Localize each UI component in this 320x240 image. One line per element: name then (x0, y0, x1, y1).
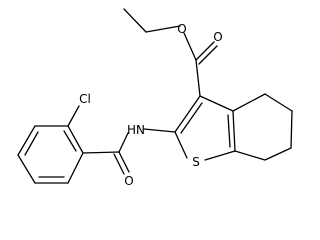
bond-b3-b4-inner (24, 131, 39, 156)
bond-c6-c7 (264, 147, 292, 161)
amine-nh-label: HN (127, 123, 145, 137)
bond-ch3-ch2 (123, 8, 147, 33)
bond-oether-cester (183, 32, 197, 61)
bond-cester-ocarbonyl-1 (195, 41, 215, 61)
bond-cester-ring (195, 59, 201, 97)
chlorine-atom-label: Cl (79, 92, 91, 106)
bond-camide-aryl (82, 151, 120, 154)
bond-b1-b2-inner (63, 130, 77, 152)
bond-camide-o-2 (113, 153, 125, 175)
bond-b2-cl (67, 105, 80, 127)
bond-c3a-c6a-1 (232, 110, 236, 152)
molecule-structure-diagram: Cl HN S O O O (17, 8, 293, 188)
bond-c3a-c6a-2 (227, 114, 231, 148)
bond-nh-camide (118, 132, 129, 153)
thiophene-ring-bonds (174, 95, 236, 161)
bond-c7-c6a (234, 150, 266, 161)
bond-cester-ocarbonyl-2 (198, 45, 218, 65)
bond-c5-c6 (290, 110, 293, 149)
bond-c2-nh (143, 128, 176, 133)
ester-ether-oxygen-label: O (177, 22, 186, 36)
ester-carbonyl-oxygen-label: O (213, 30, 222, 44)
amide-bonds (82, 128, 176, 175)
bond-b6-b1 (67, 152, 84, 184)
bond-b1-b2 (67, 125, 84, 154)
bond-b4-b5 (17, 154, 36, 184)
bond-s-c2 (174, 131, 188, 159)
cyclopentane-ring-bonds (232, 93, 293, 161)
sulfur-atom-label: S (192, 155, 200, 169)
benzene-ring-bonds (17, 105, 84, 184)
bond-c4-c5 (264, 93, 293, 112)
bond-camide-o-1 (118, 151, 130, 173)
amide-oxygen-label: O (124, 174, 133, 188)
bond-ch2-oether (145, 25, 181, 33)
bond-b3-b4 (17, 125, 36, 156)
ethyl-group-bonds (123, 8, 181, 33)
atom-labels: Cl HN S O O O (79, 22, 223, 188)
bond-c6a-s (204, 150, 236, 161)
bond-c3-c3a (199, 95, 234, 112)
ester-bonds (183, 32, 218, 97)
bond-c3a-c4 (232, 93, 266, 112)
bond-c2-c3-1 (174, 95, 201, 133)
bond-c2-c3-2 (180, 102, 203, 134)
